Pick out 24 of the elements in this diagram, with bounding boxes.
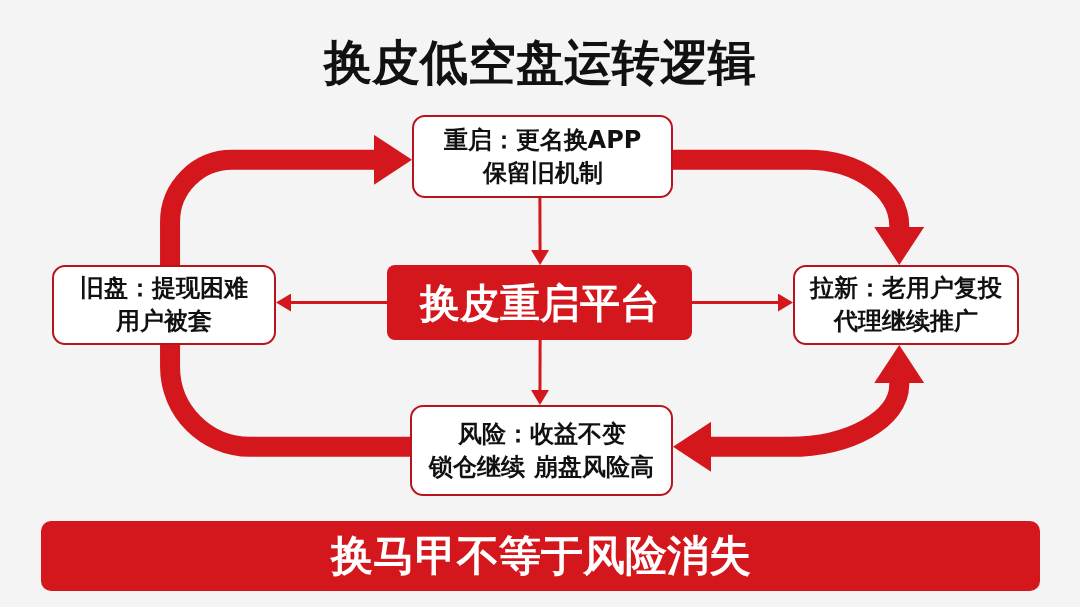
arrow bbox=[531, 198, 550, 265]
box-text: 代理继续推广 bbox=[834, 306, 978, 337]
title: 换皮低空盘运转逻辑 bbox=[324, 33, 756, 92]
box-text: 保留旧机制 bbox=[482, 157, 603, 189]
process-box bbox=[410, 405, 673, 496]
box-text: 重启：更名换APP bbox=[443, 124, 642, 156]
box-text: 换皮重启平台 bbox=[419, 278, 660, 328]
curved-arrow bbox=[673, 149, 925, 265]
banner-text: 换马甲不等于风险消失 bbox=[330, 530, 751, 582]
box-text: 用户被套 bbox=[116, 306, 212, 337]
box-text: 锁仓继续 崩盘风险高 bbox=[429, 451, 654, 483]
process-box bbox=[793, 265, 1019, 345]
arrow bbox=[530, 340, 549, 405]
banner bbox=[41, 521, 1040, 591]
curved-arrow bbox=[160, 134, 412, 265]
process-box bbox=[52, 265, 276, 345]
curved-double-arrow bbox=[673, 345, 925, 472]
box-text: 拉新：老用户复投 bbox=[810, 273, 1002, 304]
highlight-box bbox=[387, 265, 692, 340]
box-text: 旧盘：提现困难 bbox=[80, 273, 248, 304]
arrow bbox=[276, 293, 387, 312]
box-text: 风险：收益不变 bbox=[457, 418, 626, 450]
process-box bbox=[412, 115, 673, 198]
arrow bbox=[692, 293, 793, 312]
